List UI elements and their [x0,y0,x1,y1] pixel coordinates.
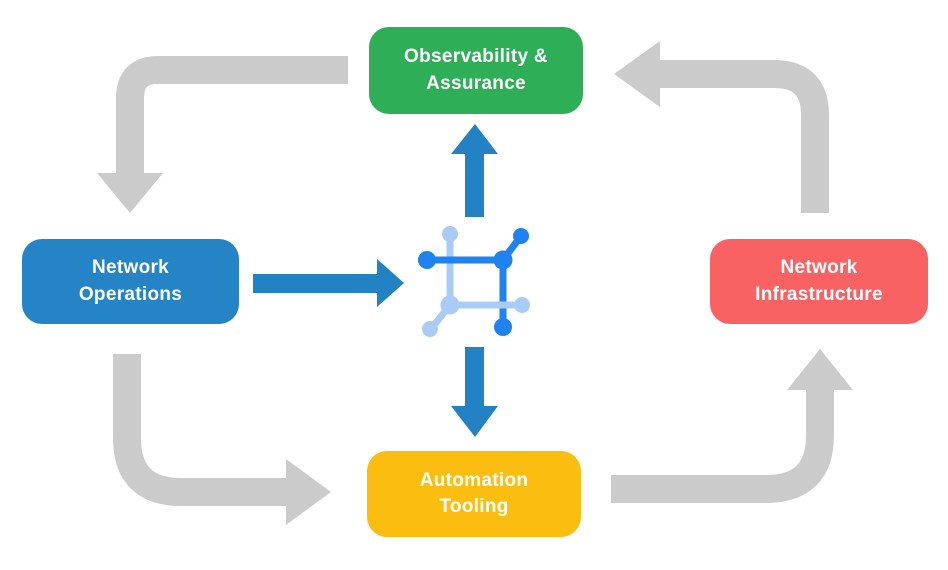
node-label-line: Observability & [404,46,548,68]
arrow-center-to-assurance [451,124,498,217]
node-network-operations: Network Operations [22,239,239,324]
node-label-line: Tooling [439,496,509,517]
arrow-operations-to-tooling [113,354,331,525]
arrow-center-to-tooling [451,347,498,437]
network-fabric-icon [418,226,530,337]
node-network-infrastructure: Network Infrastructure [710,239,928,324]
arrow-assurance-to-operations [97,56,348,213]
node-label-line: Automation [419,469,529,491]
node-label-line: Network [91,257,170,279]
node-label-line: Operations [78,283,183,305]
node-label-line: Assurance [426,72,526,94]
node-automation-tooling: Automation Tooling [367,451,581,537]
node-label-line: Network [780,257,858,279]
arrow-infrastructure-to-assurance [614,41,829,213]
node-observability-assurance: Observability & Assurance [369,27,583,114]
node-label-line: Infrastructure [755,283,883,305]
arrow-tooling-to-infrastructure [611,349,853,503]
arrow-operations-to-center [253,259,404,307]
